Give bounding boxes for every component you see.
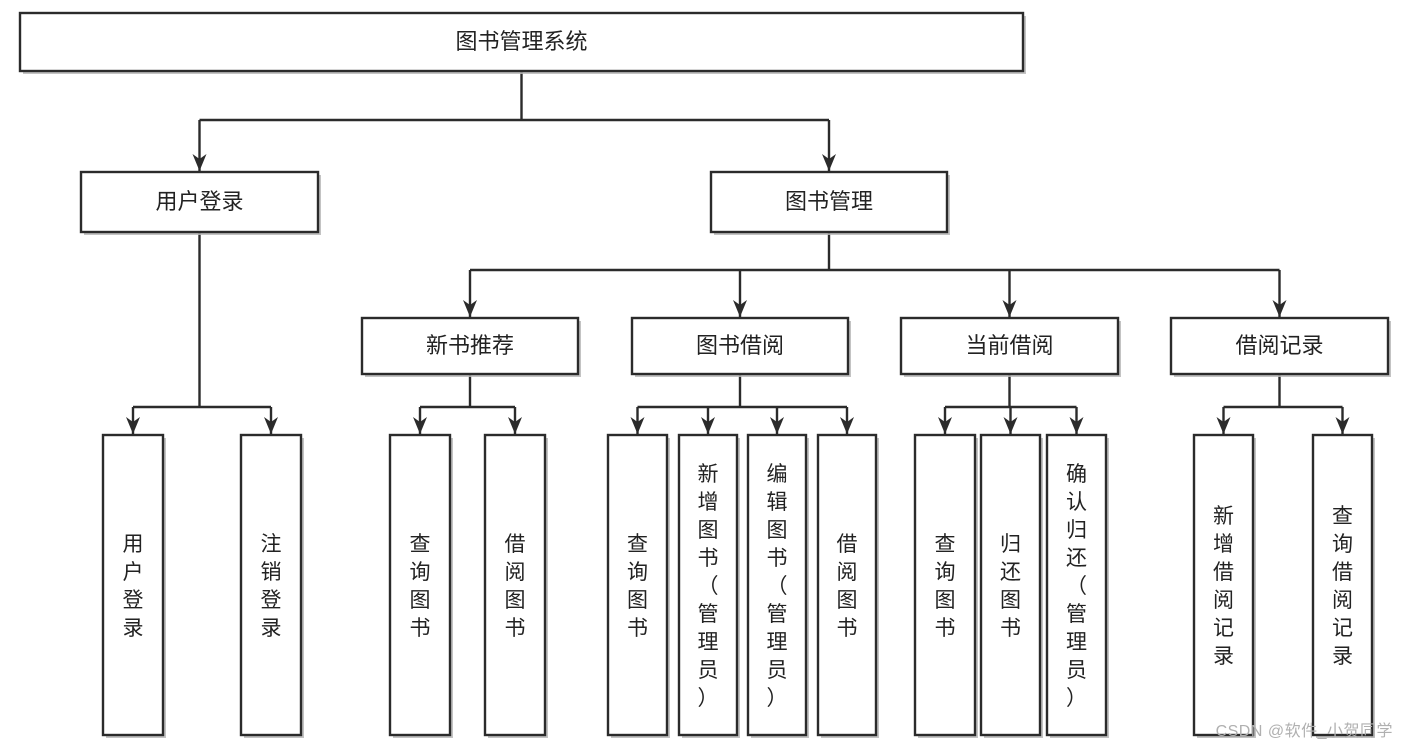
node-borrow-record[interactable]: 借阅记录: [1169, 316, 1391, 377]
node-box: [79, 170, 320, 234]
node-label: 新增图书（管理员）: [698, 463, 719, 710]
node-label: 借阅图书: [505, 533, 526, 640]
node-label: 查询图书: [935, 533, 956, 640]
node-box: [1045, 433, 1108, 737]
node-box: [606, 433, 669, 737]
node-leaf-query-record[interactable]: 查询借阅记录: [1311, 433, 1375, 738]
node-user-login[interactable]: 用户登录: [79, 170, 321, 235]
node-label: 确认归还（管理员）: [1066, 463, 1087, 710]
node-box: [18, 11, 1025, 73]
node-label: 新书推荐: [426, 333, 514, 358]
node-box: [746, 433, 808, 737]
node-box: [630, 316, 850, 376]
node-leaf-query-book-2[interactable]: 查询图书: [606, 433, 670, 738]
node-box: [979, 433, 1042, 737]
node-box: [816, 433, 878, 737]
node-current-borrow[interactable]: 当前借阅: [899, 316, 1121, 377]
node-new-book-recommend[interactable]: 新书推荐: [360, 316, 581, 377]
node-leaf-borrow-book-1[interactable]: 借阅图书: [483, 433, 548, 738]
node-leaf-return-book[interactable]: 归还图书: [979, 433, 1043, 738]
node-box: [677, 433, 739, 737]
node-leaf-add-book[interactable]: 新增图书（管理员）: [677, 433, 740, 738]
node-label: 当前借阅: [965, 333, 1053, 358]
node-box: [360, 316, 580, 376]
node-box: [1311, 433, 1374, 737]
node-label: 图书借阅: [696, 333, 784, 358]
node-book-borrow[interactable]: 图书借阅: [630, 316, 851, 377]
node-leaf-query-book-1[interactable]: 查询图书: [388, 433, 453, 738]
node-label: 归还图书: [1000, 533, 1021, 640]
node-leaf-edit-book[interactable]: 编辑图书（管理员）: [746, 433, 809, 738]
node-label: 注销登录: [261, 533, 282, 640]
node-label: 查询图书: [410, 533, 431, 640]
node-label: 用户登录: [123, 533, 144, 640]
node-label: 借阅记录: [1235, 333, 1323, 358]
node-book-manage[interactable]: 图书管理: [709, 170, 950, 235]
node-box: [483, 433, 547, 737]
node-label: 查询图书: [627, 533, 648, 640]
node-leaf-borrow-book-2[interactable]: 借阅图书: [816, 433, 879, 738]
node-label: 图书管理系统: [455, 29, 587, 54]
node-leaf-add-record[interactable]: 新增借阅记录: [1192, 433, 1256, 738]
node-box: [388, 433, 452, 737]
node-box: [101, 433, 165, 737]
node-box: [1192, 433, 1255, 737]
node-label: 用户登录: [155, 189, 243, 214]
node-leaf-query-book-3[interactable]: 查询图书: [913, 433, 978, 738]
node-box: [239, 433, 303, 737]
node-label: 编辑图书（管理员）: [767, 463, 788, 710]
node-box: [913, 433, 977, 737]
node-leaf-user-login[interactable]: 用户登录: [101, 433, 166, 738]
node-label: 查询借阅记录: [1332, 505, 1353, 668]
node-box: [709, 170, 949, 234]
node-leaf-logout[interactable]: 注销登录: [239, 433, 304, 738]
node-box: [1169, 316, 1390, 376]
node-leaf-confirm-return[interactable]: 确认归还（管理员）: [1045, 433, 1109, 738]
node-label: 借阅图书: [837, 533, 858, 640]
node-root-system[interactable]: 图书管理系统: [18, 11, 1026, 74]
node-label: 新增借阅记录: [1213, 505, 1234, 668]
node-label: 图书管理: [785, 189, 873, 214]
node-box: [899, 316, 1120, 376]
